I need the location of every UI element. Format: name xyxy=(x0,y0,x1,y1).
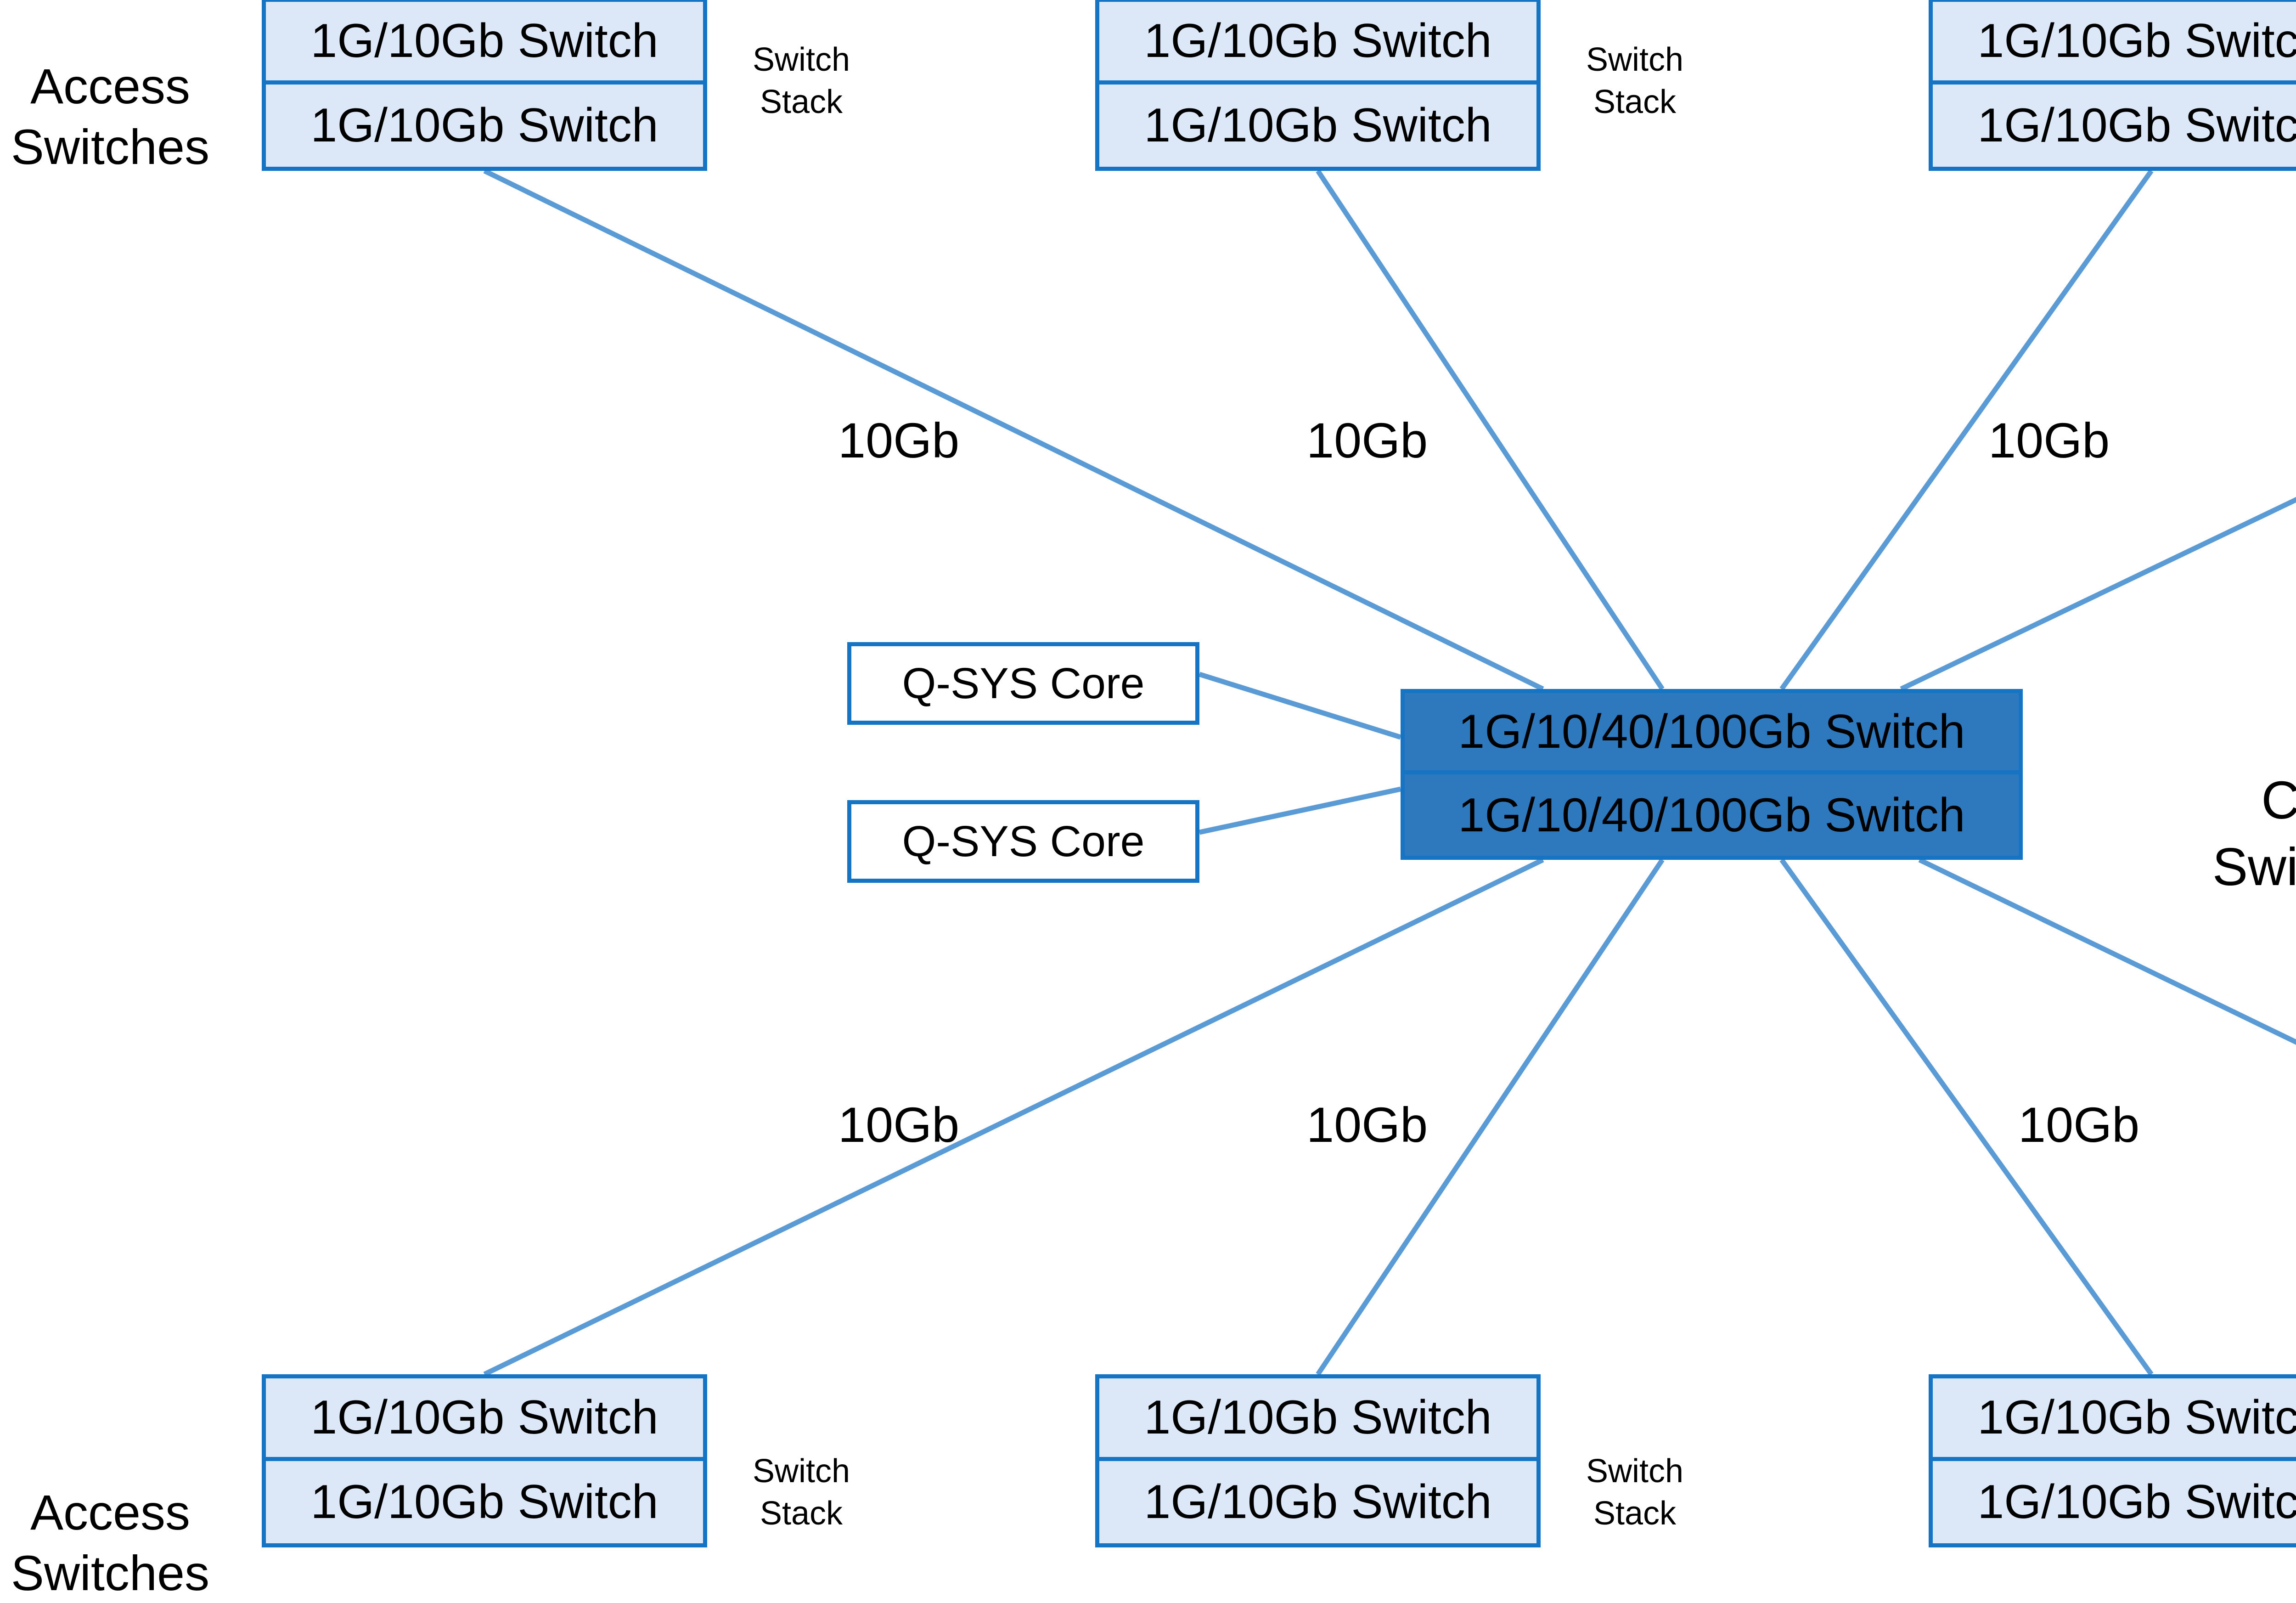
core-switches-title-text: Core Switches xyxy=(2212,770,2296,897)
link-speed-bottom-2: 10Gb xyxy=(1306,1100,1428,1150)
switch-stack-note-top-2: Switch Stack xyxy=(1559,0,1711,123)
link-speed-text: 10Gb xyxy=(1306,412,1428,468)
switch-unit-lower[interactable]: 1G/10Gb Switch xyxy=(1933,85,2296,167)
switch-unit-upper[interactable]: 1G/10Gb Switch xyxy=(1099,2,1536,85)
link-speed-top-2: 10Gb xyxy=(1306,416,1428,465)
switch-stack-note-text: Switch Stack xyxy=(1586,1453,1684,1532)
switch-unit-label: 1G/10Gb Switch xyxy=(310,14,658,68)
access-switches-title-top: Access Switches xyxy=(0,0,220,177)
switch-stack-note-bottom-1: Switch Stack xyxy=(726,1408,877,1535)
access-stack-top-1[interactable]: 1G/10Gb Switch 1G/10Gb Switch xyxy=(262,0,707,171)
access-stack-bottom-2[interactable]: 1G/10Gb Switch 1G/10Gb Switch xyxy=(1095,1374,1541,1547)
switch-unit-lower[interactable]: 1G/10Gb Switch xyxy=(1099,1461,1536,1544)
link-line-bottom-1 xyxy=(483,858,1544,1377)
link-speed-text: 10Gb xyxy=(838,412,960,468)
switch-stack-note-bottom-2: Switch Stack xyxy=(1559,1408,1711,1535)
core-switch-unit-upper[interactable]: 1G/10/40/100Gb Switch xyxy=(1405,693,2019,774)
core-switch-unit-lower[interactable]: 1G/10/40/100Gb Switch xyxy=(1405,774,2019,856)
connection-lines-layer xyxy=(483,169,2296,1377)
link-line-top-3 xyxy=(1779,169,2154,691)
qsys-core-label: Q-SYS Core xyxy=(902,817,1145,866)
switch-unit-label: 1G/10Gb Switch xyxy=(1144,1475,1492,1529)
link-line-qsys-2 xyxy=(1199,786,1401,835)
switch-unit-label: 1G/10Gb Switch xyxy=(1144,1391,1492,1445)
switch-unit-label: 1G/10Gb Switch xyxy=(1977,1391,2296,1445)
access-stack-bottom-1[interactable]: 1G/10Gb Switch 1G/10Gb Switch xyxy=(262,1374,707,1547)
switch-stack-note-text: Switch Stack xyxy=(1586,41,1684,121)
link-speed-top-3: 10Gb xyxy=(1988,416,2110,465)
link-line-bottom-3 xyxy=(1779,858,2154,1376)
access-switches-title-top-text: Access Switches xyxy=(11,58,210,175)
core-switch-stack[interactable]: 1G/10/40/100Gb Switch 1G/10/40/100Gb Swi… xyxy=(1401,689,2023,860)
link-speed-bottom-1: 10Gb xyxy=(838,1100,959,1150)
link-speed-text: 10Gb xyxy=(2018,1097,2140,1152)
switch-unit-label: 1G/10Gb Switch xyxy=(1977,99,2296,152)
switch-stack-note-text: Switch Stack xyxy=(752,1453,850,1532)
core-switch-unit-label: 1G/10/40/100Gb Switch xyxy=(1458,705,1965,758)
link-speed-text: 10Gb xyxy=(1988,412,2110,468)
switch-unit-label: 1G/10Gb Switch xyxy=(1977,1475,2296,1529)
core-switch-unit-label: 1G/10/40/100Gb Switch xyxy=(1458,788,1965,842)
switch-stack-note-top-1: Switch Stack xyxy=(726,0,877,123)
link-line-qsys-1 xyxy=(1199,672,1401,740)
switch-unit-lower[interactable]: 1G/10Gb Switch xyxy=(266,1461,703,1544)
link-speed-top-1: 10Gb xyxy=(838,416,959,465)
link-line-top-4 xyxy=(1900,497,2296,691)
qsys-core-2[interactable]: Q-SYS Core xyxy=(847,800,1199,883)
switch-unit-label: 1G/10Gb Switch xyxy=(310,1391,658,1445)
link-speed-text: 10Gb xyxy=(838,1097,960,1152)
switch-unit-upper[interactable]: 1G/10Gb Switch xyxy=(266,1378,703,1461)
access-switches-title-bottom-text: Access Switches xyxy=(11,1484,210,1601)
switch-unit-label: 1G/10Gb Switch xyxy=(1144,14,1492,68)
switch-unit-lower[interactable]: 1G/10Gb Switch xyxy=(1099,85,1536,167)
qsys-core-1[interactable]: Q-SYS Core xyxy=(847,642,1199,725)
switch-unit-upper[interactable]: 1G/10Gb Switch xyxy=(1099,1378,1536,1461)
link-line-top-2 xyxy=(1316,169,1665,691)
core-switches-title: Core Switches xyxy=(2131,700,2296,900)
switch-unit-label: 1G/10Gb Switch xyxy=(1977,14,2296,68)
link-line-top-1 xyxy=(483,169,1544,691)
link-speed-text: 10Gb xyxy=(1306,1097,1428,1152)
switch-unit-lower[interactable]: 1G/10Gb Switch xyxy=(266,85,703,167)
switch-unit-upper[interactable]: 1G/10Gb Switch xyxy=(1933,2,2296,85)
switch-unit-label: 1G/10Gb Switch xyxy=(310,99,658,152)
qsys-core-label: Q-SYS Core xyxy=(902,659,1145,708)
switch-stack-note-text: Switch Stack xyxy=(752,41,850,121)
switch-unit-lower[interactable]: 1G/10Gb Switch xyxy=(1933,1461,2296,1544)
link-speed-bottom-3: 10Gb xyxy=(2018,1100,2139,1150)
link-line-bottom-4 xyxy=(1918,858,2296,1045)
switch-unit-upper[interactable]: 1G/10Gb Switch xyxy=(1933,1378,2296,1461)
access-switches-title-bottom: Access Switches xyxy=(0,1422,220,1603)
switch-unit-label: 1G/10Gb Switch xyxy=(310,1475,658,1529)
access-stack-top-3[interactable]: 1G/10Gb Switch 1G/10Gb Switch xyxy=(1929,0,2296,171)
link-line-bottom-2 xyxy=(1316,858,1665,1376)
access-stack-bottom-3[interactable]: 1G/10Gb Switch 1G/10Gb Switch xyxy=(1929,1374,2296,1547)
switch-unit-upper[interactable]: 1G/10Gb Switch xyxy=(266,2,703,85)
access-stack-top-2[interactable]: 1G/10Gb Switch 1G/10Gb Switch xyxy=(1095,0,1541,171)
switch-unit-label: 1G/10Gb Switch xyxy=(1144,99,1492,152)
